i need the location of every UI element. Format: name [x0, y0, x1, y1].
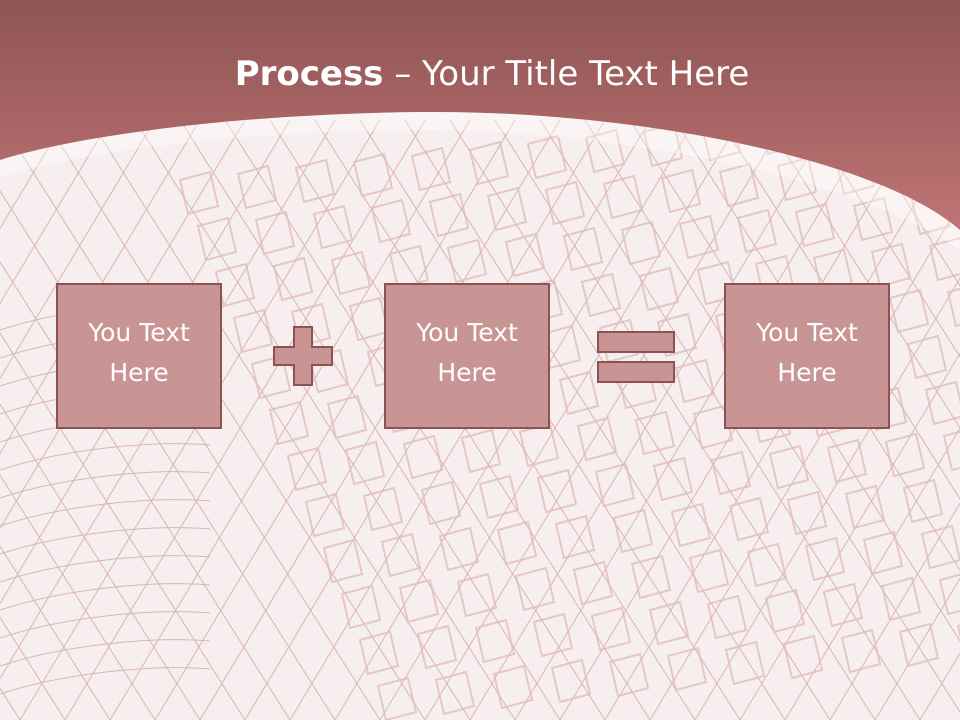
process-box-3[interactable]: You Text Here [724, 283, 890, 429]
slide-title: Process – Your Title Text Here [0, 52, 960, 96]
plus-icon [273, 326, 333, 386]
process-box-1[interactable]: You Text Here [56, 283, 222, 429]
header-band [0, 0, 960, 230]
process-box-3-text: You Text Here [756, 318, 858, 387]
process-box-2[interactable]: You Text Here [384, 283, 550, 429]
title-bold: Process [234, 54, 384, 94]
equals-icon [597, 331, 675, 383]
process-box-2-text: You Text Here [416, 318, 518, 387]
process-box-1-text: You Text Here [88, 318, 190, 387]
title-rest: – Your Title Text Here [383, 54, 750, 94]
